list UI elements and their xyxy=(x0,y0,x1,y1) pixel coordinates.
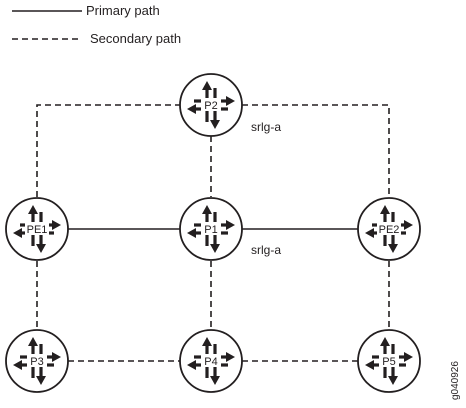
router-label-p5: P5 xyxy=(382,356,395,368)
router-p5: P5 xyxy=(356,328,422,394)
router-label-pe2: PE2 xyxy=(379,224,400,236)
legend: Primary path Secondary path xyxy=(12,3,181,46)
links xyxy=(36,104,390,362)
link-pe1-p2-secondary xyxy=(36,104,180,197)
figure-id: g040926 xyxy=(450,361,461,400)
router-p1: P1 xyxy=(178,196,244,262)
router-label-p3: P3 xyxy=(30,356,43,368)
router-label-p4: P4 xyxy=(204,356,217,368)
router-label-p2: P2 xyxy=(204,100,217,112)
router-pe1: PE1 xyxy=(4,196,70,262)
link-p2-pe2-secondary xyxy=(242,104,390,197)
srlg-label-p2: srlg-a xyxy=(251,120,281,134)
router-p4: P4 xyxy=(178,328,244,394)
legend-primary-label: Primary path xyxy=(86,3,160,18)
legend-secondary-label: Secondary path xyxy=(90,31,181,46)
srlg-label-p1: srlg-a xyxy=(251,243,281,257)
router-p2: P2 xyxy=(178,72,244,138)
router-pe2: PE2 xyxy=(356,196,422,262)
router-label-p1: P1 xyxy=(204,224,217,236)
router-p3: P3 xyxy=(4,328,70,394)
router-label-pe1: PE1 xyxy=(27,224,48,236)
